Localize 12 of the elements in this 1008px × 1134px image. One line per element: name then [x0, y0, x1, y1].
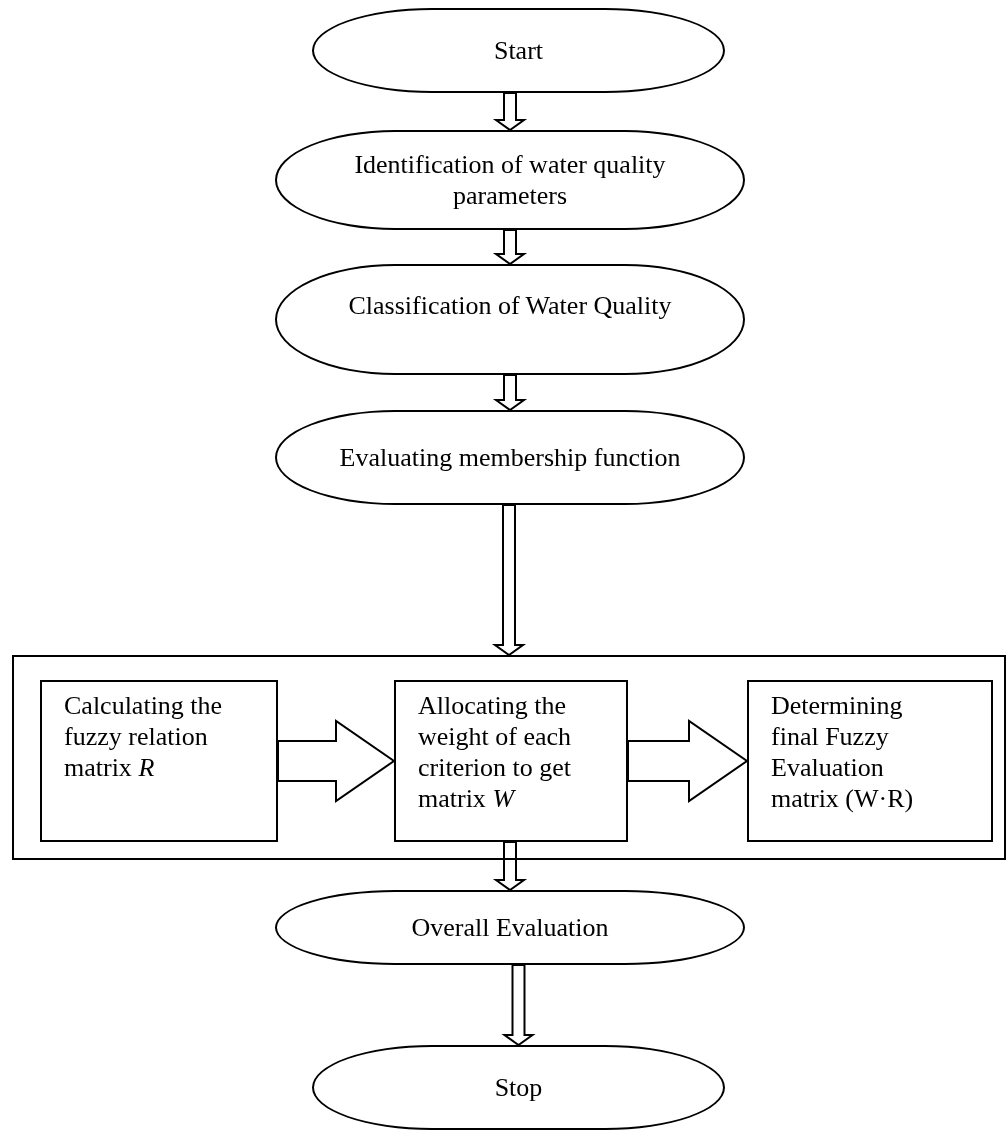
process-box: Calculating the fuzzy relation matrix R [40, 680, 278, 842]
block-arrow [501, 964, 536, 1047]
block-arrow [627, 719, 749, 803]
block-arrow [492, 92, 528, 132]
block-arrow [492, 841, 528, 892]
block-arrow [492, 229, 528, 266]
process-box: Allocating the weight of each criterion to get matrix W [394, 680, 628, 842]
block-arrow [277, 719, 396, 803]
process-box: Determining final Fuzzy Evaluation matrix (W·R) [747, 680, 993, 842]
group-frame [12, 655, 1006, 860]
block-arrow [492, 374, 528, 412]
block-arrow [491, 504, 527, 657]
